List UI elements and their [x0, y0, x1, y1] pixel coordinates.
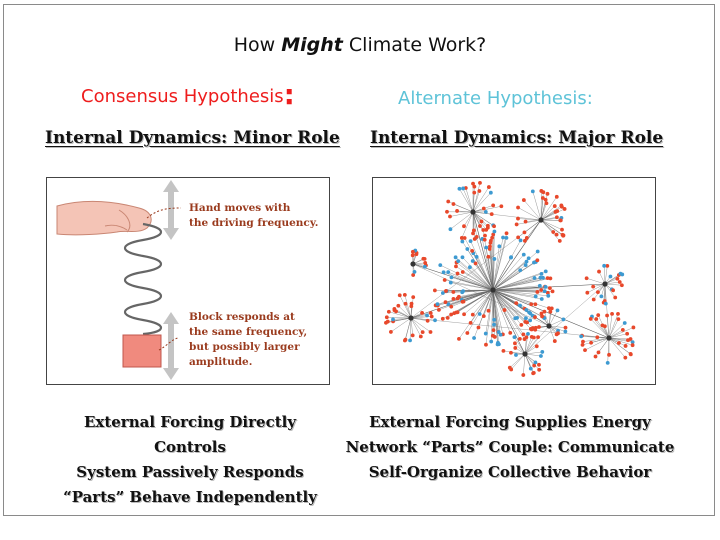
network-nodes [384, 181, 636, 377]
caption-line: Network “Parts” Couple: Communicate [345, 438, 675, 456]
caption-line: Controls [154, 438, 226, 456]
caption-line: External Forcing Supplies Energy [369, 413, 651, 431]
title-emphasis: Might [281, 34, 343, 56]
caption-line: System Passively Responds [76, 463, 304, 481]
caption-line: “Parts” Behave Independently [63, 488, 317, 506]
alternate-hypothesis-label: Alternate Hypothesis: [398, 88, 593, 109]
spring-coil [123, 222, 163, 336]
caption-line: Self-Organize Collective Behavior [368, 463, 652, 481]
network-edges [385, 182, 634, 376]
block-motion-arrow [163, 312, 179, 380]
mass-block [122, 334, 162, 368]
caption-line: External Forcing Directly [83, 413, 297, 431]
svg-text:the same frequency,: the same frequency, [189, 326, 307, 338]
svg-text:Block responds at: Block responds at [189, 311, 295, 323]
consensus-hypothesis-label: Consensus Hypothesis: [81, 78, 295, 111]
svg-text:the driving frequency.: the driving frequency. [189, 217, 318, 229]
slide-title: How Might Climate Work? [233, 34, 487, 56]
hand-motion-arrow [163, 180, 179, 240]
svg-text:amplitude.: amplitude. [189, 356, 252, 368]
major-role-heading: Internal Dynamics: Major Role [370, 128, 664, 148]
minor-role-heading: Internal Dynamics: Minor Role [45, 128, 340, 148]
consensus-caption: External Forcing Directly Controls Syste… [40, 410, 340, 510]
svg-text:but possibly larger: but possibly larger [189, 341, 300, 353]
alternate-caption: External Forcing Supplies Energy Network… [335, 410, 685, 485]
network-graph-figure [372, 177, 656, 385]
spring-oscillator-figure: Hand moves with the driving frequency. B… [46, 177, 330, 385]
svg-text:Hand moves with: Hand moves with [189, 202, 291, 214]
hand-illustration [56, 201, 152, 236]
